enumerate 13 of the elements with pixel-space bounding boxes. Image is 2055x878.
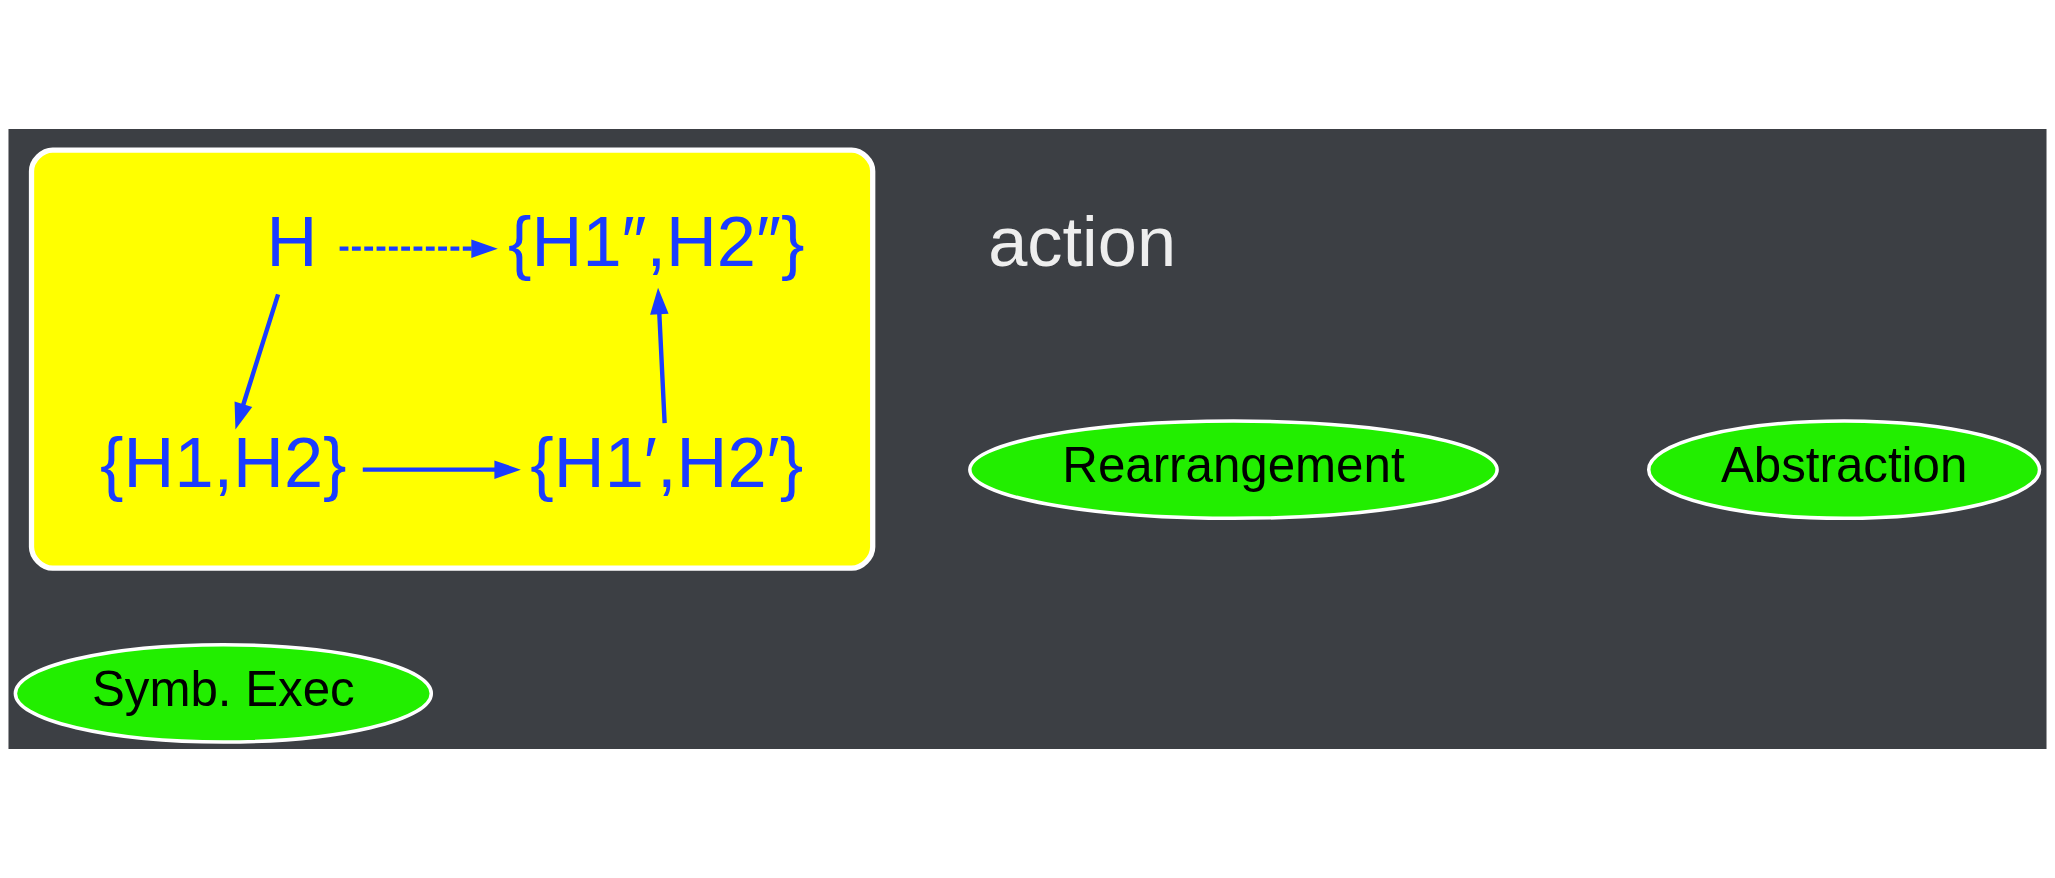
cluster bbox=[28, 147, 876, 571]
node-ellipse: Abstraction bbox=[1646, 419, 2042, 521]
node-text: {H1,H2} bbox=[100, 423, 347, 503]
arrow bbox=[650, 287, 669, 424]
node-ellipse: Symb. Exec bbox=[13, 643, 434, 744]
node-text: {H1″,H2″} bbox=[508, 202, 805, 282]
arrow bbox=[234, 293, 281, 430]
arrow bbox=[362, 460, 521, 479]
arrow bbox=[339, 239, 498, 258]
node-text: H bbox=[266, 202, 318, 282]
label: action bbox=[988, 202, 1177, 282]
node-ellipse: Rearrangement bbox=[968, 419, 1499, 521]
node-text: {H1′,H2′} bbox=[530, 423, 804, 503]
